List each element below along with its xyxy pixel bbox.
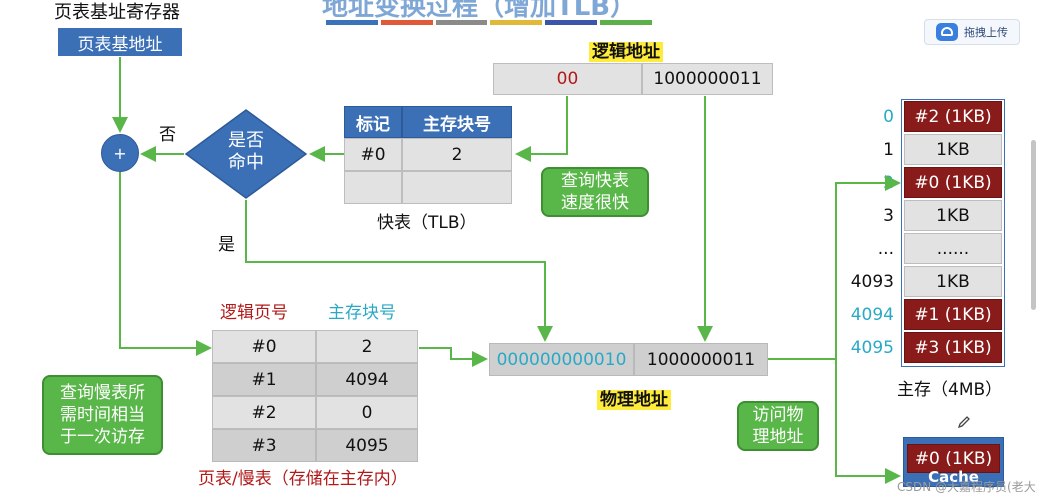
scrollbar-thumb[interactable]	[1031, 140, 1036, 310]
page-table-page-cell: #1	[212, 363, 316, 396]
page-table-header-block: 主存块号	[328, 303, 396, 323]
tlb-cell	[344, 171, 402, 204]
page-table-page-cell: #2	[212, 396, 316, 429]
memory-block: 1KB	[904, 200, 1002, 231]
page-table-callout: 查询慢表所 需时间相当 于一次访存	[42, 375, 163, 455]
logical-address-title: 逻辑地址	[589, 37, 663, 62]
page-table-caption: 页表/慢表（存储在主存内）	[198, 469, 408, 489]
memory-index: 1	[883, 140, 894, 160]
physical-address-offset: 1000000011	[634, 343, 768, 376]
yes-label: 是	[218, 235, 235, 255]
page-table-block-cell: 2	[316, 330, 418, 363]
title-color-segment	[380, 20, 433, 25]
memory-block: #2 (1KB)	[904, 101, 1002, 132]
physical-address-block: 000000000010	[489, 343, 634, 376]
title-color-bar	[326, 20, 652, 25]
physical-address-title: 物理地址	[597, 385, 671, 410]
adder-circle: +	[101, 134, 139, 172]
logical-address-page: 00	[493, 63, 642, 95]
page-table-block-cell: 4094	[316, 363, 418, 396]
physical-address-callout: 访问物 理地址	[737, 401, 819, 451]
cloud-upload-icon	[936, 23, 958, 41]
no-label: 否	[159, 125, 176, 145]
tlb-header-block: 主存块号	[402, 106, 512, 138]
tlb-cell: #0	[344, 138, 402, 171]
title-color-segment	[600, 20, 652, 25]
upload-button[interactable]: 拖拽上传	[924, 19, 1020, 45]
pencil-icon[interactable]	[957, 415, 971, 429]
main-memory-caption: 主存（4MB）	[897, 380, 1003, 400]
title-color-segment	[435, 20, 488, 25]
logical-address-title-text: 逻辑地址	[589, 42, 663, 62]
page-table-page-cell: #0	[212, 330, 316, 363]
tlb-caption-text: 快表（TLB）	[377, 213, 477, 233]
page-table-block-cell: 0	[316, 396, 418, 429]
hit-decision-diamond: 是否 命中	[184, 108, 308, 200]
memory-index: ...	[877, 239, 894, 259]
memory-index: 3	[883, 206, 894, 226]
title-color-segment	[545, 20, 598, 25]
adder-symbol: +	[113, 143, 127, 163]
memory-index: 0	[883, 107, 894, 127]
memory-block: #3 (1KB)	[904, 332, 1002, 363]
page-table-block-cell: 4095	[316, 429, 418, 462]
memory-block: #0 (1KB)	[904, 167, 1002, 198]
memory-block: 1KB	[904, 266, 1002, 297]
main-memory-frame	[901, 99, 1005, 367]
page-table-register-title: 页表基址寄存器	[54, 2, 180, 23]
memory-block: ......	[904, 233, 1002, 264]
memory-block: #1 (1KB)	[904, 299, 1002, 330]
logical-address-offset: 1000000011	[642, 63, 773, 95]
memory-index: 4094	[850, 305, 894, 325]
page-table-register-value: 页表基地址	[58, 28, 182, 56]
cache-block: #0 (1KB)	[907, 444, 1000, 473]
title-color-segment	[326, 20, 378, 25]
memory-index: 4093	[850, 272, 894, 292]
watermark: CSDN @大嘉程序员(老大)	[897, 480, 1037, 494]
tlb-callout: 查询快表 速度很快	[541, 167, 649, 217]
tlb-cell: 2	[402, 138, 512, 171]
memory-index: 4095	[850, 338, 894, 358]
cache-label: Cache	[928, 468, 979, 486]
memory-index: 2	[883, 173, 894, 193]
hit-decision-text: 是否 命中	[228, 130, 264, 173]
page-table-page-cell: #3	[212, 429, 316, 462]
title-color-segment	[490, 20, 543, 25]
physical-address-title-text: 物理地址	[597, 390, 671, 410]
upload-button-label: 拖拽上传	[964, 26, 1008, 39]
tlb-caption: 快表（TLB）	[377, 208, 477, 233]
page-title: 地址变换过程（增加TLB）	[322, 0, 637, 22]
cache-box: #0 (1KB) Cache	[903, 437, 1004, 487]
tlb-header-tag: 标记	[344, 106, 402, 138]
tlb-cell	[402, 171, 512, 204]
memory-block: 1KB	[904, 134, 1002, 165]
page-table-header-page: 逻辑页号	[220, 303, 288, 323]
